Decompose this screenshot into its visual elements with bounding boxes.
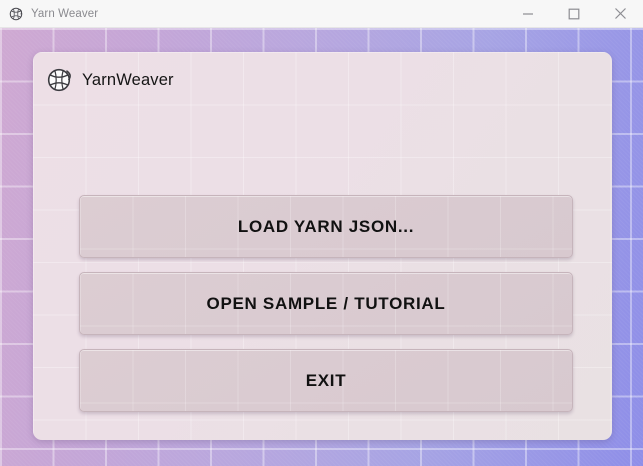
main-menu: LOAD YARN JSON... OPEN SAMPLE / TUTORIAL… xyxy=(79,195,573,412)
brand-title: YarnWeaver xyxy=(82,70,174,89)
maximize-button[interactable] xyxy=(551,0,597,28)
window-titlebar[interactable]: Yarn Weaver xyxy=(0,0,643,28)
minimize-icon xyxy=(523,12,533,15)
yarn-ball-icon xyxy=(47,68,71,92)
close-button[interactable] xyxy=(597,0,643,28)
main-panel: YarnWeaver LOAD YARN JSON... OPEN SAMPLE… xyxy=(33,52,612,440)
window-title: Yarn Weaver xyxy=(31,7,99,20)
yarn-ball-icon xyxy=(9,7,23,20)
exit-button[interactable]: EXIT xyxy=(79,349,573,412)
close-icon xyxy=(614,8,626,19)
maximize-icon xyxy=(568,8,580,19)
minimize-button[interactable] xyxy=(505,0,551,28)
brand-header: YarnWeaver xyxy=(44,63,174,97)
window-controls xyxy=(505,0,643,28)
load-yarn-json-button[interactable]: LOAD YARN JSON... xyxy=(79,195,573,258)
main-panel-inner: YarnWeaver LOAD YARN JSON... OPEN SAMPLE… xyxy=(33,52,612,440)
open-sample-tutorial-button[interactable]: OPEN SAMPLE / TUTORIAL xyxy=(79,272,573,335)
